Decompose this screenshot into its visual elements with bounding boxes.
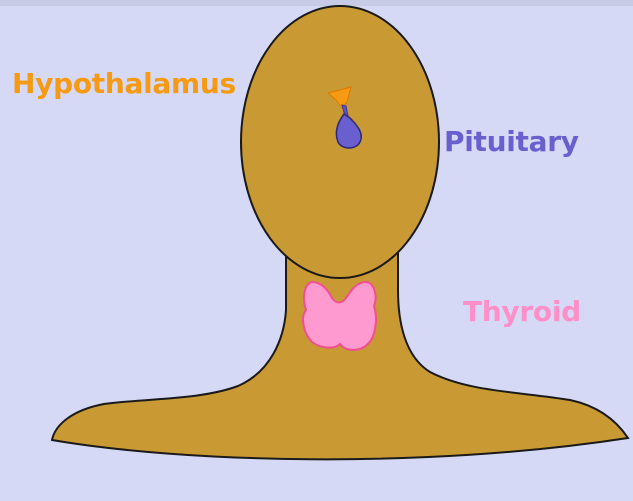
hypothalamus-label: Hypothalamus [12, 70, 236, 98]
thyroid-label: Thyroid [463, 298, 581, 326]
top-border-strip [0, 0, 633, 6]
pituitary-label: Pituitary [444, 128, 579, 156]
